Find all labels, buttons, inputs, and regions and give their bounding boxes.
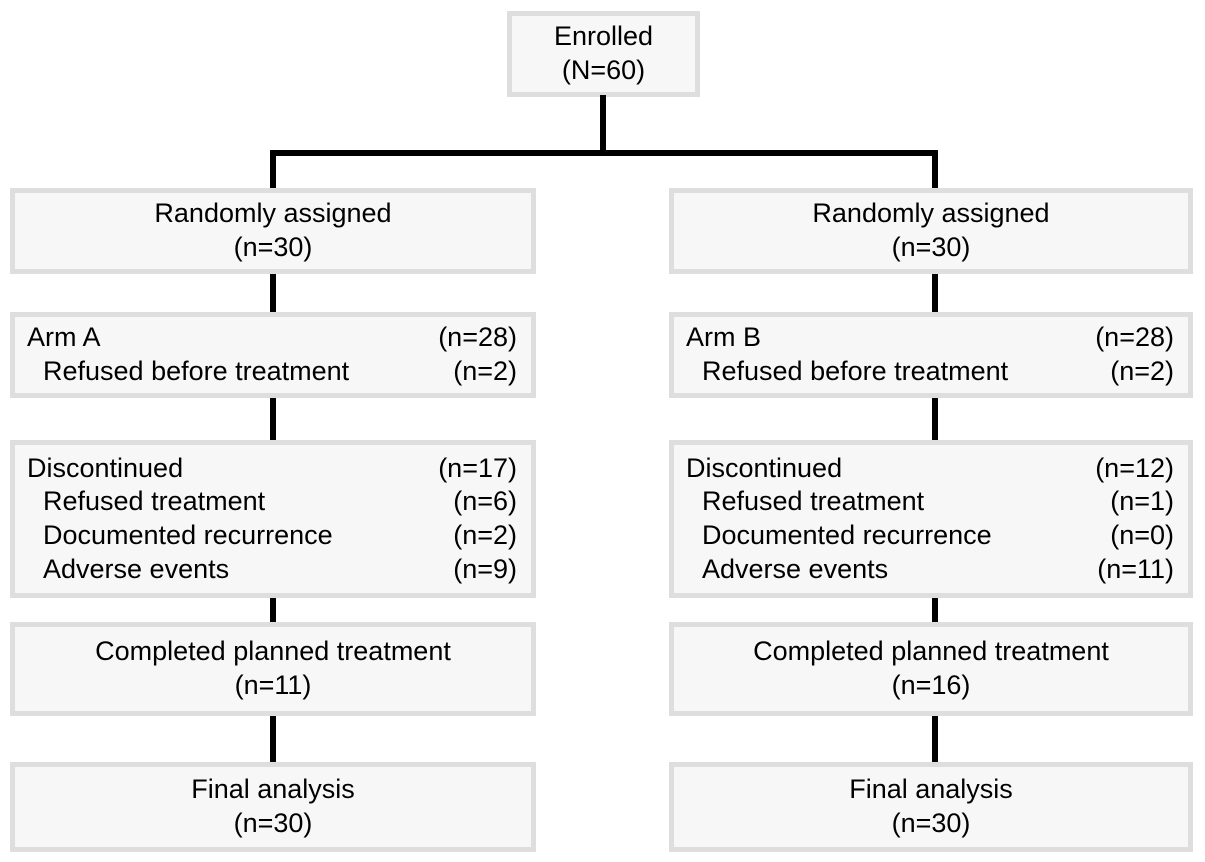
analysis-left-count: (n=30): [233, 808, 313, 838]
discontinued-right-row: Adverse events (n=11): [686, 553, 1174, 587]
discontinued-left-row-count: (n=9): [453, 553, 517, 584]
allocation-left-row-count: (n=2): [453, 356, 517, 386]
connector-right-completed-to-analysis: [932, 716, 938, 764]
node-completed-right: Completed planned treatment (n=16): [669, 622, 1193, 716]
analysis-right-title: Final analysis: [849, 774, 1013, 805]
connector-left-completed-to-analysis: [270, 716, 276, 764]
node-randomized-right: Randomly assigned (n=30): [669, 188, 1193, 274]
discontinued-left-row-label: Adverse events: [43, 553, 230, 584]
node-completed-left: Completed planned treatment (n=11): [10, 622, 536, 716]
allocation-right-row-count: (n=2): [1110, 356, 1174, 386]
analysis-right-count: (n=30): [891, 808, 971, 838]
node-discontinued-right: Discontinued (n=12) Refused treatment (n…: [669, 440, 1193, 598]
connector-branch-right: [932, 150, 938, 190]
discontinued-left-row: Adverse events (n=9): [27, 553, 517, 587]
connector-branch-bar: [270, 150, 938, 156]
connector-left-discontinued-to-completed: [270, 598, 276, 626]
node-randomized-left: Randomly assigned (n=30): [10, 188, 536, 274]
discontinued-right-row-label: Discontinued: [686, 452, 843, 483]
allocation-left-row-count: (n=28): [438, 322, 517, 353]
discontinued-right-row: Documented recurrence (n=0): [686, 519, 1174, 553]
discontinued-right-row-count: (n=12): [1095, 452, 1174, 483]
allocation-left-row: Refused before treatment (n=2): [27, 355, 517, 389]
node-analysis-right: Final analysis (n=30): [669, 762, 1193, 852]
discontinued-right-row: Refused treatment (n=1): [686, 485, 1174, 519]
enrolled-count: (N=60): [561, 55, 646, 85]
completed-right-title: Completed planned treatment: [753, 636, 1109, 667]
allocation-right-row-label: Arm B: [686, 322, 762, 353]
allocation-right-row: Arm B (n=28): [686, 321, 1174, 355]
discontinued-right-row-label: Documented recurrence: [702, 520, 992, 550]
discontinued-left-row-label: Refused treatment: [43, 486, 266, 517]
discontinued-right-row-count: (n=0): [1110, 520, 1174, 550]
connector-right-randomized-to-allocation: [932, 274, 938, 314]
allocation-left-row: Arm A (n=28): [27, 321, 517, 355]
allocation-right-row: Refused before treatment (n=2): [686, 355, 1174, 389]
allocation-left-row-label: Refused before treatment: [43, 356, 350, 386]
connector-right-allocation-to-discontinued: [932, 398, 938, 442]
discontinued-right-row-label: Refused treatment: [702, 486, 925, 517]
discontinued-left-row-count: (n=6): [453, 486, 517, 517]
connector-left-allocation-to-discontinued: [270, 398, 276, 442]
randomized-left-count: (n=30): [233, 232, 313, 262]
discontinued-left-row-label: Discontinued: [27, 452, 184, 483]
completed-left-count: (n=11): [234, 670, 312, 700]
discontinued-left-row: Documented recurrence (n=2): [27, 519, 517, 553]
discontinued-right-row: Discontinued (n=12): [686, 452, 1174, 486]
allocation-right-row-count: (n=28): [1095, 322, 1174, 353]
node-enrolled: Enrolled (N=60): [507, 11, 700, 97]
discontinued-left-row-count: (n=2): [453, 520, 517, 550]
discontinued-left-row: Discontinued (n=17): [27, 452, 517, 486]
discontinued-right-row-count: (n=11): [1097, 553, 1174, 584]
completed-left-title: Completed planned treatment: [95, 636, 451, 667]
node-analysis-left: Final analysis (n=30): [10, 762, 536, 852]
connector-right-discontinued-to-completed: [932, 598, 938, 626]
allocation-right-row-label: Refused before treatment: [702, 356, 1009, 386]
analysis-left-title: Final analysis: [191, 774, 355, 805]
randomized-right-title: Randomly assigned: [812, 198, 1050, 229]
allocation-left-row-label: Arm A: [27, 322, 101, 353]
connector-left-randomized-to-allocation: [270, 274, 276, 314]
node-allocation-right: Arm B (n=28) Refused before treatment (n…: [669, 312, 1193, 398]
completed-right-count: (n=16): [891, 670, 971, 700]
discontinued-right-row-count: (n=1): [1110, 486, 1174, 517]
connector-branch-left: [270, 150, 276, 190]
randomized-left-title: Randomly assigned: [154, 198, 392, 229]
connector-enrolled-stem: [600, 95, 606, 153]
node-allocation-left: Arm A (n=28) Refused before treatment (n…: [10, 312, 536, 398]
discontinued-left-row-count: (n=17): [438, 452, 517, 483]
discontinued-left-row-label: Documented recurrence: [43, 520, 333, 550]
enrolled-title: Enrolled: [553, 21, 654, 52]
discontinued-left-row: Refused treatment (n=6): [27, 485, 517, 519]
randomized-right-count: (n=30): [891, 232, 971, 262]
discontinued-right-row-label: Adverse events: [702, 553, 889, 584]
node-discontinued-left: Discontinued (n=17) Refused treatment (n…: [10, 440, 536, 598]
